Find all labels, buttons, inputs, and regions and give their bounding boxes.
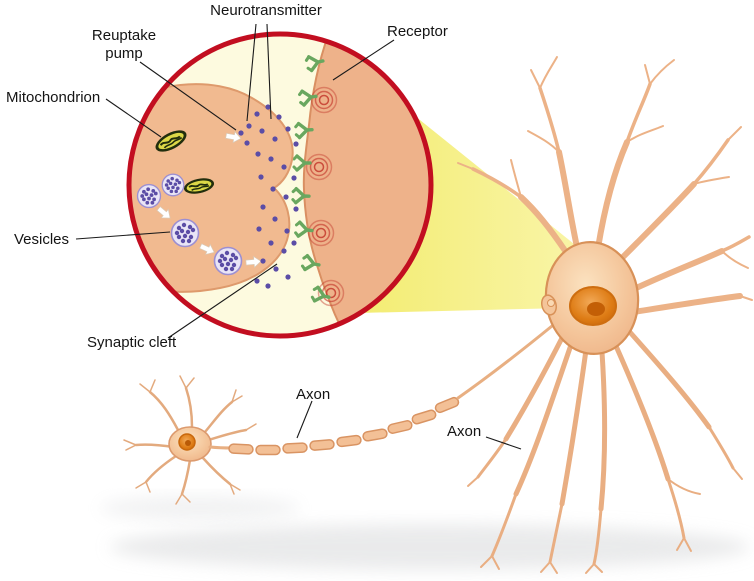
vesicle — [213, 246, 243, 276]
large-neuron-nucleolus — [587, 302, 605, 316]
label-receptor: Receptor — [387, 23, 448, 40]
vesicle — [170, 218, 200, 248]
neurotransmitter-dots — [238, 104, 299, 289]
large-neuron-dendrites — [457, 56, 753, 315]
vesicle — [161, 173, 185, 197]
label-leader-lines — [75, 23, 522, 450]
label-mitochondrion: Mitochondrion — [6, 89, 101, 106]
large-neuron-axon-roots — [467, 327, 743, 574]
magnifier-ring — [126, 31, 434, 339]
vesicle — [136, 183, 162, 209]
large-neuron — [457, 56, 753, 574]
myelinated-axon — [208, 324, 554, 456]
synapse-magnifier — [126, 31, 434, 339]
label-synaptic-cleft: Synaptic cleft — [87, 334, 177, 351]
hillock-detail — [547, 299, 555, 307]
label-vesicles: Vesicles — [14, 231, 70, 248]
small-neuron-nucleolus — [185, 440, 191, 446]
label-axon-myelinated: Axon — [296, 386, 331, 403]
label-axon-large-neuron: Axon — [447, 423, 482, 440]
label-neurotransmitter: Neurotransmitter — [210, 2, 322, 19]
label-reuptake-pump: Reuptake pump — [91, 27, 157, 62]
ground-shadow — [100, 496, 750, 570]
axon-connector — [456, 324, 554, 400]
small-neuron — [123, 375, 257, 505]
